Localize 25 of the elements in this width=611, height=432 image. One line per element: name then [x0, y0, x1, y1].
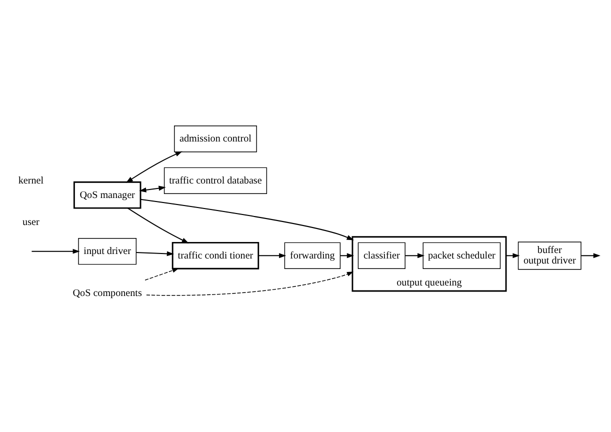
node-box: buffer output driver [518, 242, 582, 270]
arrow [258, 253, 286, 258]
arrow [581, 253, 600, 258]
label: kernel [18, 175, 44, 186]
node-box: QoS manager [73, 181, 142, 209]
arrow [32, 248, 80, 254]
node-box: packet scheduler [422, 242, 501, 269]
arrow [136, 251, 174, 256]
node-box: classifier [358, 242, 406, 269]
arrow [139, 186, 166, 192]
node-box: traffic control database [164, 167, 268, 194]
arrow [144, 268, 179, 280]
node-box: forwarding [284, 242, 341, 269]
arrow [405, 253, 425, 258]
arrow [146, 272, 354, 296]
node-box: admission control [174, 126, 257, 152]
node-box: traffic condi tioner [172, 242, 260, 270]
arrow [140, 198, 354, 240]
arrow [340, 253, 354, 258]
node-box: input driver [78, 238, 137, 265]
label: user [22, 217, 40, 228]
arrow [506, 253, 520, 258]
arrow [128, 208, 189, 244]
node-text: QoS components [72, 288, 142, 299]
arrow [126, 151, 182, 183]
